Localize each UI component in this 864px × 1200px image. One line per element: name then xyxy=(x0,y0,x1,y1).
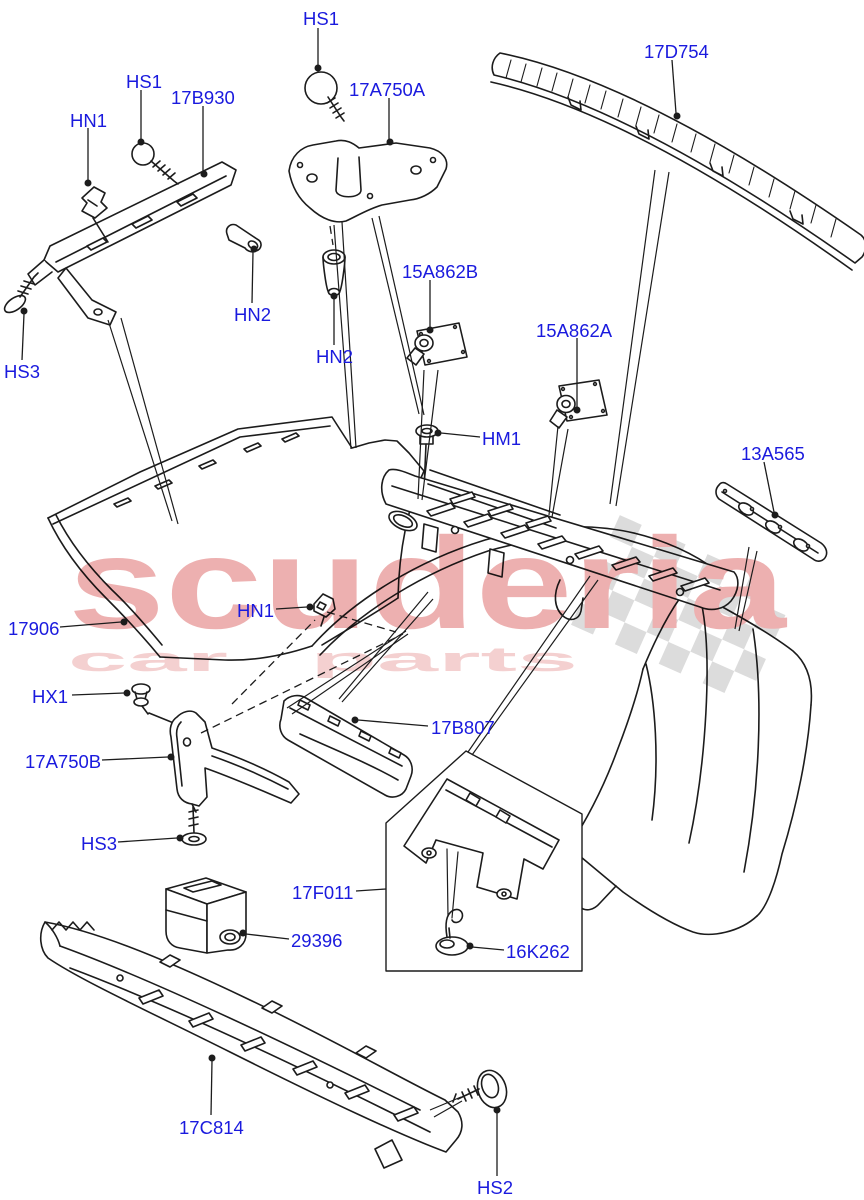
watermark-sub-right: parts xyxy=(310,641,578,679)
label-hs3-bottom: HS3 xyxy=(81,833,117,854)
label-13a565: 13A565 xyxy=(741,443,805,464)
label-hs2: HS2 xyxy=(477,1177,513,1198)
checkered-flag xyxy=(571,515,786,694)
hs1-screw-left xyxy=(131,142,179,185)
dashed-lines xyxy=(200,225,404,734)
watermark-brand: scuderia xyxy=(68,510,788,656)
part-13a565-bracket xyxy=(715,481,828,562)
label-16k262: 16K262 xyxy=(506,941,570,962)
leader-dots xyxy=(20,64,779,1114)
label-17b807: 17B807 xyxy=(431,717,495,738)
hn1-clip-mid xyxy=(313,593,336,627)
hs1-screw-top xyxy=(304,71,345,122)
hn2-right-nut xyxy=(322,249,346,297)
part-15a862a-sensor xyxy=(549,379,608,429)
label-17a750a: 17A750A xyxy=(349,79,426,100)
label-hn1-mid: HN1 xyxy=(237,600,274,621)
label-hs3-top-left: HS3 xyxy=(4,361,40,382)
hs3-screw-top-left xyxy=(3,272,39,314)
watermark-sub-left: car xyxy=(68,641,228,679)
hn1-clip-top-left xyxy=(81,186,109,243)
hs3-screw-bottom xyxy=(181,806,207,846)
part-17f011-panel xyxy=(403,778,560,900)
label-17d754: 17D754 xyxy=(644,41,709,62)
label-15a862b: 15A862B xyxy=(402,261,478,282)
watermark: scuderia car parts xyxy=(68,510,788,694)
part-labels: HS1 HN1 HS1 17B930 17A750A 17D754 HN2 HN… xyxy=(4,8,805,1198)
label-hn2-right: HN2 xyxy=(316,346,353,367)
part-16k262-fastener xyxy=(435,908,469,956)
part-17d754-tread-plate xyxy=(490,52,864,271)
part-15a862b-sensor xyxy=(406,322,468,366)
label-hn2-left: HN2 xyxy=(234,304,271,325)
part-29396-bracket xyxy=(165,877,247,954)
label-17b930: 17B930 xyxy=(171,87,235,108)
leader-lines xyxy=(21,28,775,1176)
label-17a750b: 17A750B xyxy=(25,751,101,772)
label-15a862a: 15A862A xyxy=(536,320,613,341)
label-hx1: HX1 xyxy=(32,686,68,707)
part-17b930-rail xyxy=(27,161,237,326)
part-17c814-crossmember xyxy=(39,921,463,1169)
part-17b807-strip xyxy=(279,694,413,798)
label-hm1: HM1 xyxy=(482,428,521,449)
part-17f011-box xyxy=(385,750,583,972)
label-17f011: 17F011 xyxy=(292,882,353,903)
label-hs1-left: HS1 xyxy=(126,71,162,92)
line-art xyxy=(3,52,864,1169)
hs2-screw xyxy=(452,1069,508,1109)
label-29396: 29396 xyxy=(291,930,342,951)
label-hn1-top-left: HN1 xyxy=(70,110,107,131)
label-17906: 17906 xyxy=(8,618,59,639)
part-17a750a-bracket xyxy=(288,139,448,223)
label-hs1-top: HS1 xyxy=(303,8,339,29)
leader-wedges xyxy=(107,169,758,1118)
label-17c814: 17C814 xyxy=(179,1117,244,1138)
